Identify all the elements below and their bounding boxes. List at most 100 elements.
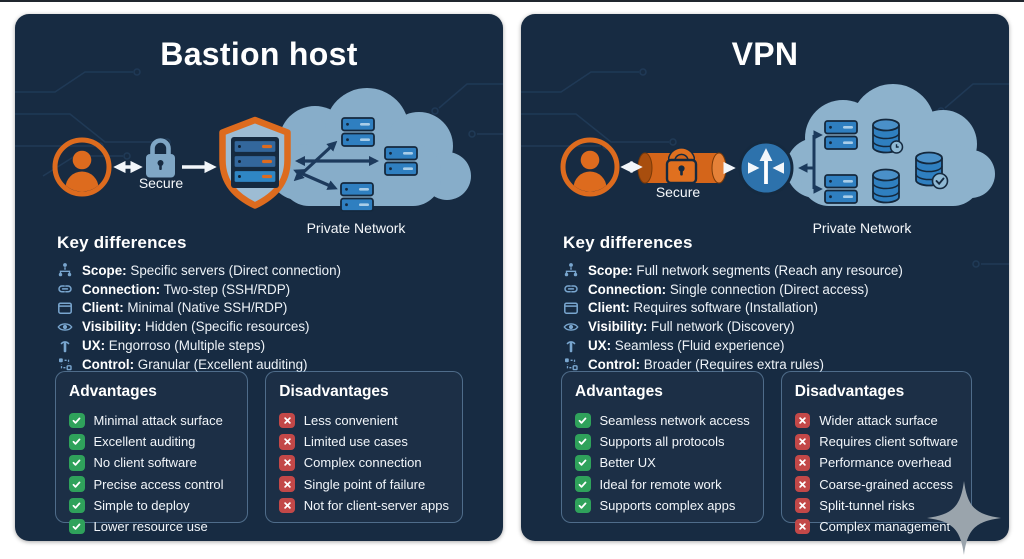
- advantages-heading: Advantages: [575, 383, 663, 400]
- check-icon: [69, 434, 85, 450]
- disadvantage-label: Split-tunnel risks: [819, 497, 915, 513]
- key-differences-section: Key differences Scope: Specific servers …: [57, 233, 495, 374]
- key-difference-label: Visibility:: [588, 319, 648, 335]
- key-differences-section: Key differences Scope: Full network segm…: [563, 233, 1001, 374]
- key-difference-label: Control:: [588, 356, 641, 372]
- key-difference-value: Seamless (Fluid experience): [614, 338, 785, 354]
- check-badge-icon: [931, 172, 949, 190]
- advantage-label: Supports all protocols: [599, 434, 725, 450]
- disadvantage-item: Coarse-grained access: [794, 474, 958, 495]
- disadvantage-item: Limited use cases: [279, 431, 449, 452]
- key-difference-value: Specific servers (Direct connection): [130, 262, 341, 278]
- secure-label: Secure: [138, 175, 184, 191]
- disadvantage-label: Requires client software: [819, 434, 959, 450]
- disadvantage-item: Wider attack surface: [794, 410, 958, 431]
- vpn-gateway-icon: [738, 140, 794, 196]
- key-difference-visibility: Visibility: Full network (Discovery): [563, 317, 1001, 336]
- advantage-item: Seamless network access: [575, 410, 750, 431]
- key-difference-control: Control: Broader (Requires extra rules): [563, 355, 1001, 374]
- key-difference-text: Client: Minimal (Native SSH/RDP): [82, 300, 287, 315]
- disadvantage-label: Limited use cases: [303, 434, 408, 450]
- key-difference-connection: Connection: Single connection (Direct ac…: [563, 280, 1001, 299]
- key-difference-value: Full network (Discovery): [651, 319, 795, 335]
- shield-servers-icon: [219, 116, 291, 209]
- flow-icon: [57, 356, 73, 372]
- advantages-heading: Advantages: [69, 383, 157, 400]
- cloud-arrows: [293, 140, 380, 190]
- key-difference-text: Scope: Specific servers (Direct connecti…: [82, 263, 341, 278]
- branch-arrows: [798, 130, 823, 194]
- private-network-label: Private Network: [812, 220, 912, 236]
- advantage-item: Ideal for remote work: [575, 474, 750, 495]
- key-differences-heading: Key differences: [57, 233, 187, 252]
- advantages-box: Advantages Minimal attack surface Excell…: [55, 371, 249, 535]
- disadvantage-item: Performance overhead: [794, 452, 958, 473]
- key-difference-value: Single connection (Direct access): [669, 281, 869, 297]
- advantage-label: No client software: [93, 455, 197, 471]
- window-icon: [57, 300, 73, 316]
- key-difference-ux: UX: Seamless (Fluid experience): [563, 336, 1001, 355]
- key-difference-scope: Scope: Specific servers (Direct connecti…: [57, 261, 495, 280]
- disadvantage-item: Requires client software: [794, 431, 959, 452]
- advantage-label: Ideal for remote work: [599, 476, 722, 492]
- key-difference-value: Requires software (Installation): [633, 300, 818, 316]
- cross-icon: [794, 412, 811, 429]
- disadvantage-label: Complex connection: [303, 455, 422, 471]
- key-difference-text: Client: Requires software (Installation): [588, 300, 818, 315]
- advantage-label: Better UX: [599, 455, 656, 471]
- cross-icon: [794, 518, 811, 535]
- panel-title: Bastion host: [160, 36, 358, 72]
- key-difference-text: Connection: Two-step (SSH/RDP): [82, 282, 290, 297]
- disadvantage-item: Split-tunnel risks: [794, 495, 958, 516]
- panel-title: VPN: [731, 36, 799, 72]
- key-difference-connection: Connection: Two-step (SSH/RDP): [57, 280, 495, 299]
- key-difference-label: Scope:: [588, 262, 633, 278]
- key-difference-label: Connection:: [82, 281, 161, 297]
- image-top-edge: [0, 0, 1024, 2]
- cross-icon: [279, 412, 295, 429]
- key-difference-ux: UX: Engorroso (Multiple steps): [57, 336, 495, 355]
- check-icon: [575, 476, 591, 492]
- cross-icon: [279, 434, 295, 450]
- disadvantage-label: Not for client-server apps: [303, 497, 449, 513]
- window-icon: [563, 300, 579, 316]
- cross-icon: [279, 476, 295, 492]
- key-difference-label: Visibility:: [82, 319, 142, 335]
- pros-cons-row: Advantages Seamless network access Suppo…: [561, 371, 973, 535]
- disadvantage-item: Single point of failure: [279, 474, 449, 495]
- disadvantage-item: Complex management: [794, 516, 958, 537]
- key-difference-text: Control: Granular (Excellent auditing): [82, 357, 308, 372]
- key-difference-label: Control:: [82, 356, 135, 372]
- disadvantage-label: Single point of failure: [303, 476, 426, 492]
- key-difference-scope: Scope: Full network segments (Reach any …: [563, 261, 1001, 280]
- lock-icon: [146, 138, 175, 178]
- advantage-item: No client software: [69, 452, 234, 473]
- key-difference-client: Client: Minimal (Native SSH/RDP): [57, 299, 495, 318]
- advantage-item: Simple to deploy: [69, 495, 234, 516]
- check-icon: [69, 497, 85, 514]
- advantage-label: Precise access control: [93, 476, 224, 492]
- user-avatar-icon: [52, 137, 112, 197]
- tap-icon: [57, 338, 73, 354]
- key-difference-value: Granular (Excellent auditing): [137, 356, 308, 372]
- check-icon: [575, 412, 591, 429]
- clock-badge-icon: [889, 140, 904, 154]
- disadvantages-box: Disadvantages Less convenient Limited us…: [265, 371, 463, 523]
- advantage-item: Excellent auditing: [69, 431, 234, 452]
- cross-icon: [279, 455, 295, 471]
- key-difference-text: UX: Engorroso (Multiple steps): [82, 338, 265, 353]
- cross-icon: [794, 476, 811, 492]
- cross-icon: [794, 497, 811, 514]
- key-difference-value: Two-step (SSH/RDP): [163, 281, 291, 297]
- lock-icon: [665, 147, 698, 185]
- key-difference-label: UX:: [588, 338, 612, 354]
- key-difference-value: Full network segments (Reach any resourc…: [636, 262, 903, 278]
- advantage-item: Precise access control: [69, 474, 234, 495]
- secure-label: Secure: [655, 184, 701, 200]
- bastion-illustration: [52, 88, 471, 212]
- key-difference-label: UX:: [82, 338, 106, 354]
- disadvantage-item: Complex connection: [279, 452, 449, 473]
- disadvantages-box: Disadvantages Wider attack surface Requi…: [780, 371, 973, 535]
- sitemap-icon: [57, 262, 73, 278]
- key-difference-label: Client:: [82, 300, 124, 316]
